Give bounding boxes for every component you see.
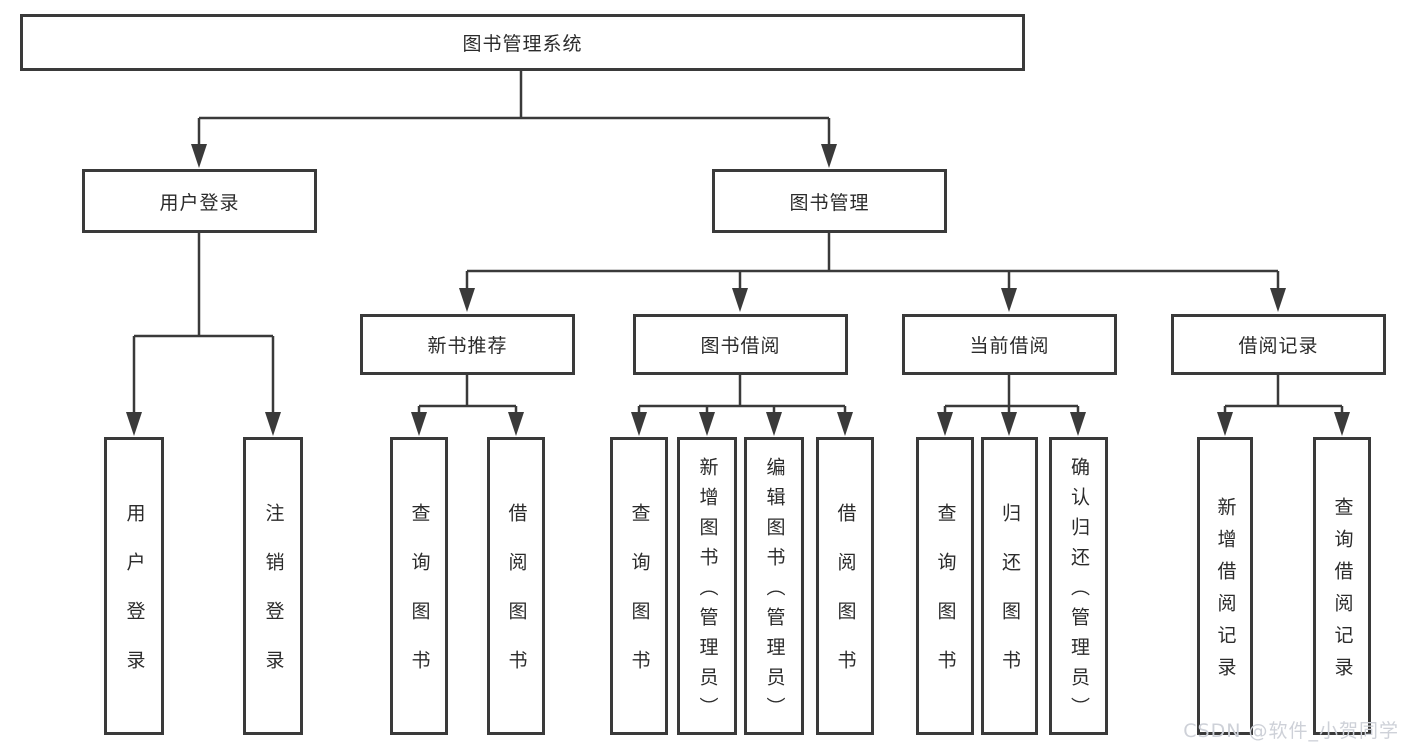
leaf-query-borrow-record: 查询借阅记录 [1313,437,1371,735]
leaf-add-book-admin: 新增图书（管理员） [677,437,737,735]
leaf-query-books-borrow: 查询图书 [610,437,668,735]
leaf-logout: 注销登录 [243,437,303,735]
leaf-query-books-recommend: 查询图书 [390,437,448,735]
node-label: 新书推荐 [427,335,508,357]
leaf-label: 查询借阅记录 [1331,496,1354,689]
node-label: 借阅记录 [1238,335,1319,357]
node-label: 图书管理 [789,191,870,214]
leaf-add-borrow-record: 新增借阅记录 [1197,437,1253,735]
node-label: 图书管理系统 [462,33,583,55]
watermark: CSDN @软件_小贺同学 [1183,720,1399,742]
node-new-book-recommend: 新书推荐 [360,314,575,375]
leaf-label: 确认归还（管理员） [1068,456,1090,727]
leaf-label: 查询图书 [628,503,651,699]
leaf-borrow-books: 借阅图书 [816,437,874,735]
leaf-label: 归还图书 [999,503,1021,699]
leaf-return-book: 归还图书 [981,437,1038,735]
node-borrow-records: 借阅记录 [1171,314,1386,375]
leaf-user-login: 用户登录 [104,437,164,735]
leaf-label: 查询图书 [408,503,431,699]
node-label: 当前借阅 [969,335,1050,357]
leaf-label: 借阅图书 [505,503,528,699]
leaf-label: 借阅图书 [834,503,857,699]
leaf-edit-book-admin: 编辑图书（管理员） [744,437,804,735]
leaf-label: 查询图书 [934,503,957,699]
leaf-label: 用户登录 [123,503,146,699]
node-label: 用户登录 [159,191,240,214]
arrowheads [126,144,1350,436]
node-user-login: 用户登录 [82,169,317,233]
node-current-borrow: 当前借阅 [902,314,1117,375]
node-label: 图书借阅 [700,335,781,357]
leaf-label: 编辑图书（管理员） [763,456,786,727]
leaf-borrow-books-recommend: 借阅图书 [487,437,545,735]
node-library-system: 图书管理系统 [20,14,1025,71]
leaf-query-books-current: 查询图书 [916,437,974,735]
node-book-borrow: 图书借阅 [633,314,848,375]
leaf-label: 新增图书（管理员） [696,456,719,727]
leaf-confirm-return-admin: 确认归还（管理员） [1049,437,1108,735]
node-book-management: 图书管理 [712,169,947,233]
leaf-label: 注销登录 [262,503,285,699]
leaf-label: 新增借阅记录 [1214,496,1237,689]
